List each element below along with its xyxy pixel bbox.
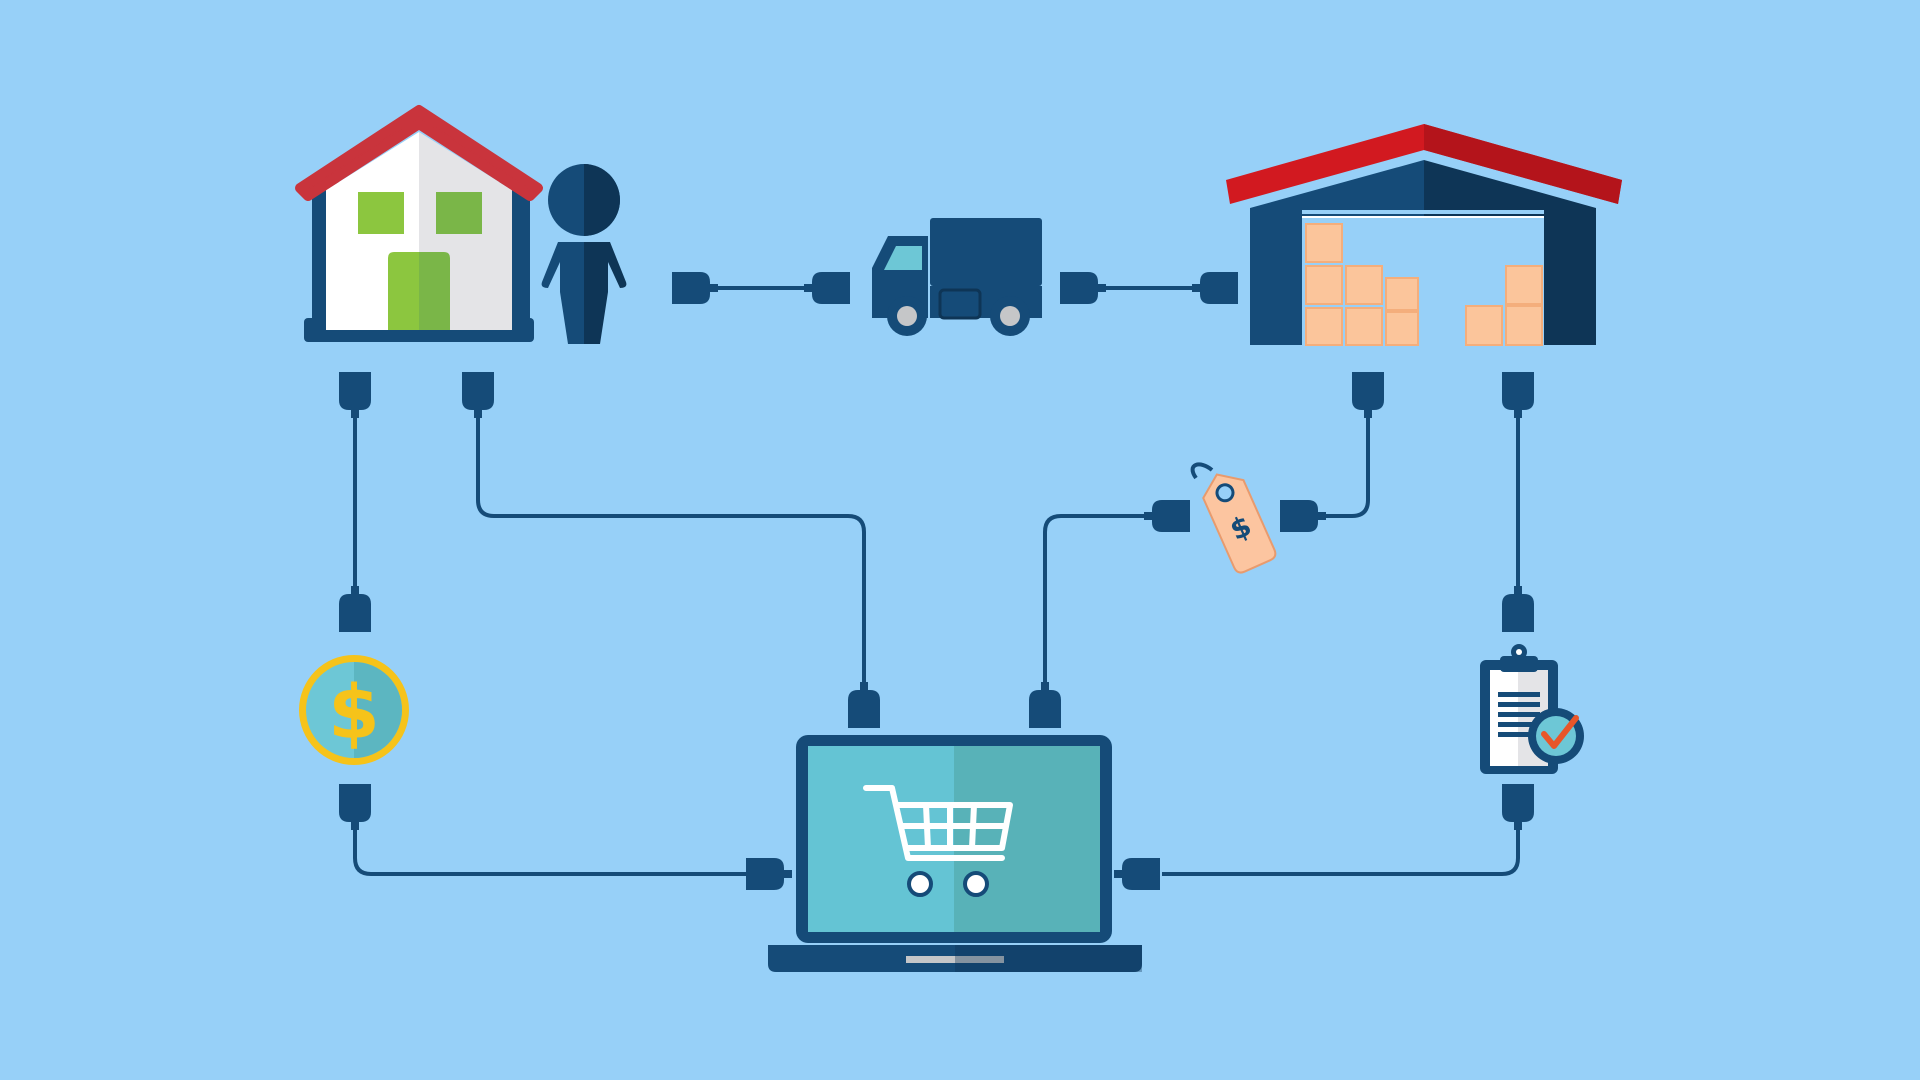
connector-wires xyxy=(353,286,1520,876)
warehouse-icon xyxy=(1226,124,1622,346)
price-tag-icon: $ xyxy=(1190,462,1277,574)
coin-dollar-sign: $ xyxy=(328,670,380,756)
wire-coin-laptop xyxy=(353,820,752,876)
dollar-coin-icon: $ xyxy=(299,655,409,765)
wire-tag-laptop xyxy=(1043,514,1158,690)
house-icon xyxy=(295,105,543,342)
clipboard-check-icon xyxy=(1480,644,1584,774)
shopping-cart-icon xyxy=(863,785,1013,861)
warehouse-boxes xyxy=(1305,223,1543,346)
wire-warehouse-tag xyxy=(1312,405,1370,518)
wire-laptop-clipboard xyxy=(1162,820,1520,876)
person-icon xyxy=(541,164,627,344)
delivery-truck-icon xyxy=(872,218,1042,336)
laptop-icon xyxy=(768,735,1142,972)
wire-house-laptop xyxy=(476,405,866,690)
